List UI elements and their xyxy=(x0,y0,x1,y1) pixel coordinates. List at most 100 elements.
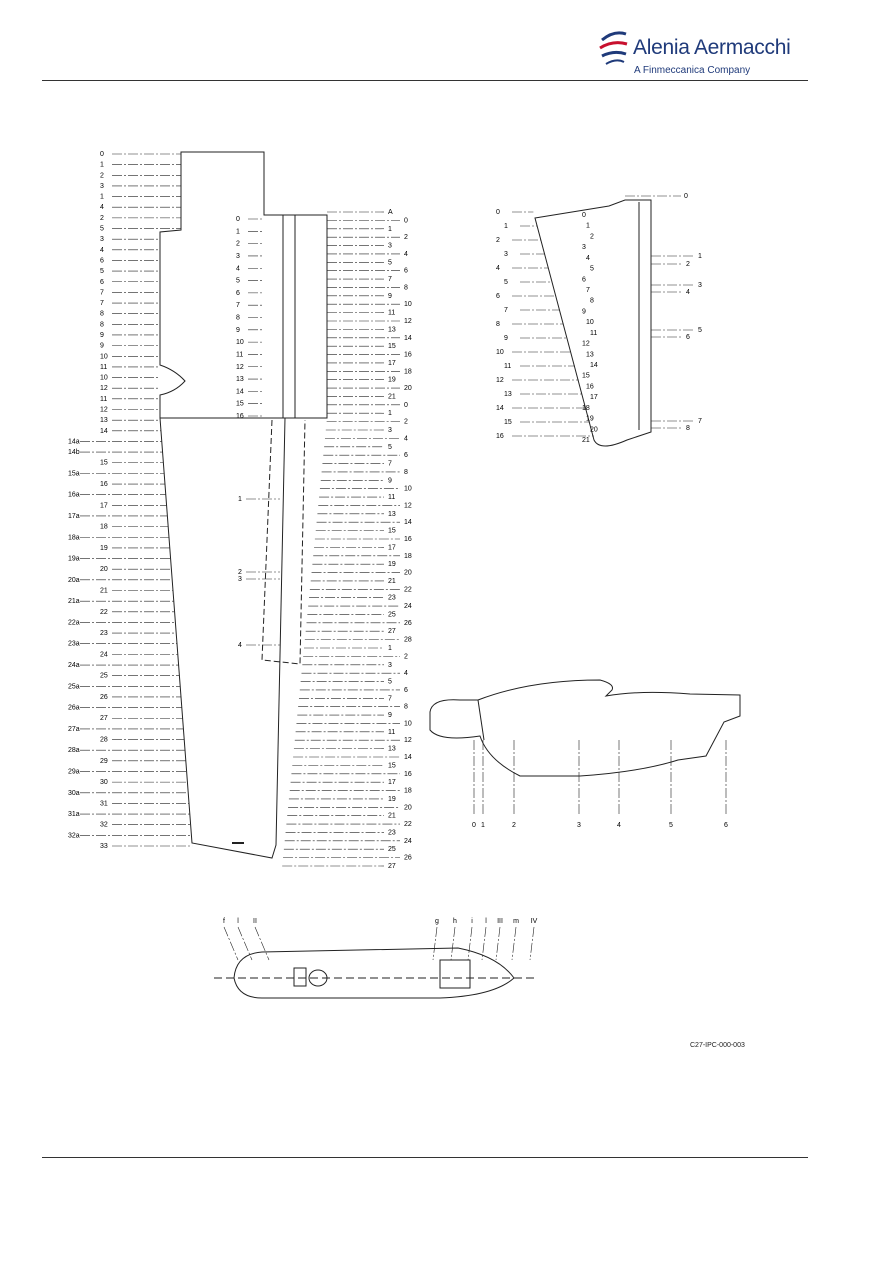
wing-station-label: 17a xyxy=(68,513,80,520)
wing-station-label: 15a xyxy=(68,470,80,477)
trailing-station-label: 26 xyxy=(404,855,412,862)
trailing-station-label: 9 xyxy=(388,477,392,484)
nacelle-station-label: 6 xyxy=(724,822,728,829)
trailing-station-label: 20 xyxy=(404,804,412,811)
trailing-station-label: 15 xyxy=(388,343,396,350)
tail-inner-label: 0 xyxy=(582,212,586,219)
trailing-station-label: 27 xyxy=(388,863,396,870)
trailing-station-label: 19 xyxy=(388,561,396,568)
trailing-station-label: 14 xyxy=(404,519,412,526)
trailing-station-label: 0 xyxy=(404,217,408,224)
trailing-station-label: 14 xyxy=(404,335,412,342)
wing-station-label: 26a xyxy=(68,705,80,712)
nacelle-station-label: 1 xyxy=(481,822,485,829)
trailing-station-label: 5 xyxy=(388,259,392,266)
wing-station-label: 12 xyxy=(100,385,108,392)
tail-inner-label: 8 xyxy=(590,298,594,305)
trailing-station-label: 2 xyxy=(404,234,408,241)
wing-station-label: 2 xyxy=(100,172,104,179)
wing-station-label: 20a xyxy=(68,577,80,584)
trailing-station-label: 27 xyxy=(388,628,396,635)
trailing-station-label: 18 xyxy=(404,553,412,560)
tail-right-label: 0 xyxy=(684,193,688,200)
wing-station-label: 2 xyxy=(100,215,104,222)
wing-station-label: 18a xyxy=(68,534,80,541)
wing-station-label: 29 xyxy=(100,758,108,765)
tail-inner-label: 7 xyxy=(586,287,590,294)
trailing-station-label: 5 xyxy=(388,679,392,686)
header-rule xyxy=(42,80,808,81)
center-station-label: 12 xyxy=(236,364,244,371)
wing-station-label: 8 xyxy=(100,311,104,318)
brand-name: Alenia Aermacchi xyxy=(633,36,791,59)
trailing-station-label: 6 xyxy=(404,268,408,275)
center-station-label: 7 xyxy=(236,302,240,309)
tail-station-label: 9 xyxy=(504,335,508,342)
flap-station-label: 2 xyxy=(238,569,242,576)
trailing-station-label: 13 xyxy=(388,511,396,518)
tail-station-label: 3 xyxy=(504,251,508,258)
wing-station-label: 11 xyxy=(100,396,107,403)
center-station-label: 3 xyxy=(236,253,240,260)
trailing-station-label: 15 xyxy=(388,528,396,535)
wing-station-label: 4 xyxy=(100,204,104,211)
center-station-label: 4 xyxy=(236,265,240,272)
wing-station-label: 4 xyxy=(100,247,104,254)
wing-station-label: 24 xyxy=(100,651,108,658)
wing-station-label: 32 xyxy=(100,822,108,829)
wing-station-label: 28a xyxy=(68,747,80,754)
trailing-station-label: 20 xyxy=(404,570,412,577)
tail-inner-label: 11 xyxy=(590,330,597,337)
tail-station-label: 13 xyxy=(504,391,512,398)
trailing-station-label: 18 xyxy=(404,368,412,375)
trailing-station-label: 21 xyxy=(388,813,396,820)
tail-station-label: 2 xyxy=(496,237,500,244)
center-station-label: 10 xyxy=(236,339,244,346)
fuselage-station-label: II xyxy=(253,918,257,925)
trailing-station-label: 15 xyxy=(388,762,396,769)
center-station-label: 16 xyxy=(236,413,244,420)
fuselage-station-leader xyxy=(481,926,487,961)
brand-subtitle: A Finmeccanica Company xyxy=(634,65,751,76)
nacelle-station-label: 5 xyxy=(669,822,673,829)
tail-inner-label: 20 xyxy=(590,426,598,433)
tail-inner-label: 15 xyxy=(582,373,590,380)
logo-swirl-icon xyxy=(599,31,628,65)
tail-outline xyxy=(534,199,652,447)
trailing-station-label: 4 xyxy=(404,670,408,677)
tail-station-label: 4 xyxy=(496,265,500,272)
trailing-station-label: 23 xyxy=(388,595,396,602)
tail-station-label: 10 xyxy=(496,349,504,356)
trailing-station-label: 20 xyxy=(404,385,412,392)
wing-station-label: 8 xyxy=(100,321,104,328)
trailing-station-label: 16 xyxy=(404,536,412,543)
center-station-label: 14 xyxy=(236,388,244,395)
tail-station-label: 8 xyxy=(496,321,500,328)
tail-right-label: 4 xyxy=(686,289,690,296)
trailing-station-label: 11 xyxy=(388,494,395,501)
trailing-station-label: 10 xyxy=(404,720,412,727)
tail-right-label: 1 xyxy=(698,253,702,260)
company-logo: Alenia Aermacchi A Finmeccanica Company xyxy=(596,22,796,80)
tail-inner-label: 21 xyxy=(582,437,590,444)
tail-right-label: 6 xyxy=(686,334,690,341)
fuselage-station-leader xyxy=(467,926,473,961)
nacelle-station-label: 0 xyxy=(472,822,476,829)
tail-right-label: 5 xyxy=(698,327,702,334)
fuselage-station-label: l xyxy=(485,918,487,925)
wing-station-label: 7 xyxy=(100,300,104,307)
tail-station-label: 1 xyxy=(504,223,508,230)
trailing-station-label: 6 xyxy=(404,452,408,459)
wing-station-label: 16 xyxy=(100,481,108,488)
trailing-station-label: 7 xyxy=(388,276,392,283)
fuselage-station-label: l xyxy=(237,918,239,925)
figure-id: C27-IPC-000-003 xyxy=(690,1042,745,1049)
wing-station-label: 30a xyxy=(68,790,80,797)
fuselage-station-label: IV xyxy=(531,918,538,925)
center-station-label: 13 xyxy=(236,376,244,383)
wing-station-label: 25 xyxy=(100,673,108,680)
fuselage-station-label: III xyxy=(497,918,503,925)
wing-station-label: 15 xyxy=(100,460,108,467)
wing-station-label: 11 xyxy=(100,364,107,371)
